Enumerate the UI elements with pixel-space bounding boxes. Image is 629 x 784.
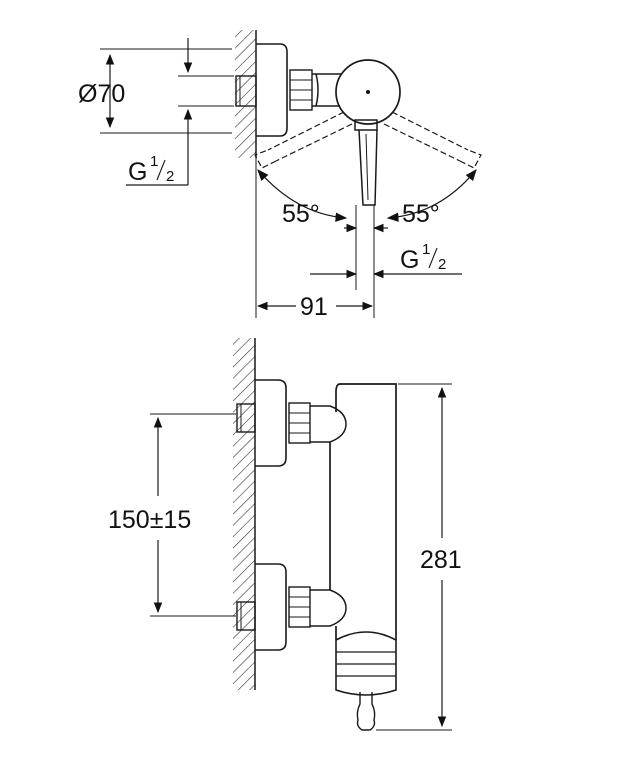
wall-hatch-top: [235, 30, 256, 158]
angle-label-left: 55°: [282, 200, 320, 228]
lever-front: [356, 692, 376, 731]
lever-top: [354, 119, 378, 131]
escutcheon-upper: [255, 379, 287, 467]
svg-text:1: 1: [422, 241, 430, 258]
thread-label-right: G 1 2: [400, 241, 446, 274]
escutcheon-lower: [255, 563, 287, 651]
centers-label: 150±15: [108, 506, 191, 534]
svg-text:2: 2: [438, 256, 446, 273]
wall-hatch-front: [233, 338, 255, 690]
height-label: 281: [420, 546, 462, 574]
angle-arc-right: [386, 169, 477, 222]
svg-text:1: 1: [150, 153, 158, 170]
front-view: 150±15 281: [108, 338, 462, 731]
thread-label-left: G 1 2: [128, 153, 174, 186]
pipe-stub-upper: [236, 403, 256, 433]
outlet: [335, 631, 397, 696]
pipe-stub-lower: [236, 601, 256, 631]
lever-swing-right: [383, 111, 482, 169]
pipe-stub-top: [235, 75, 257, 107]
offset-label: 91: [300, 293, 328, 321]
mixer-body: [329, 383, 397, 640]
handle-disc-top: [335, 59, 401, 125]
lever-swing-left: [254, 111, 353, 169]
svg-text:G: G: [400, 246, 419, 274]
svg-text:G: G: [128, 158, 147, 186]
diameter-label: Ø70: [78, 80, 125, 108]
escutcheon-top: [256, 43, 288, 137]
angle-label-right: 55°: [402, 200, 440, 228]
svg-text:2: 2: [166, 168, 174, 185]
angle-arc-left: [257, 169, 348, 222]
top-view: Ø70 G 1 2 55° 55° G 1 2: [78, 30, 482, 321]
